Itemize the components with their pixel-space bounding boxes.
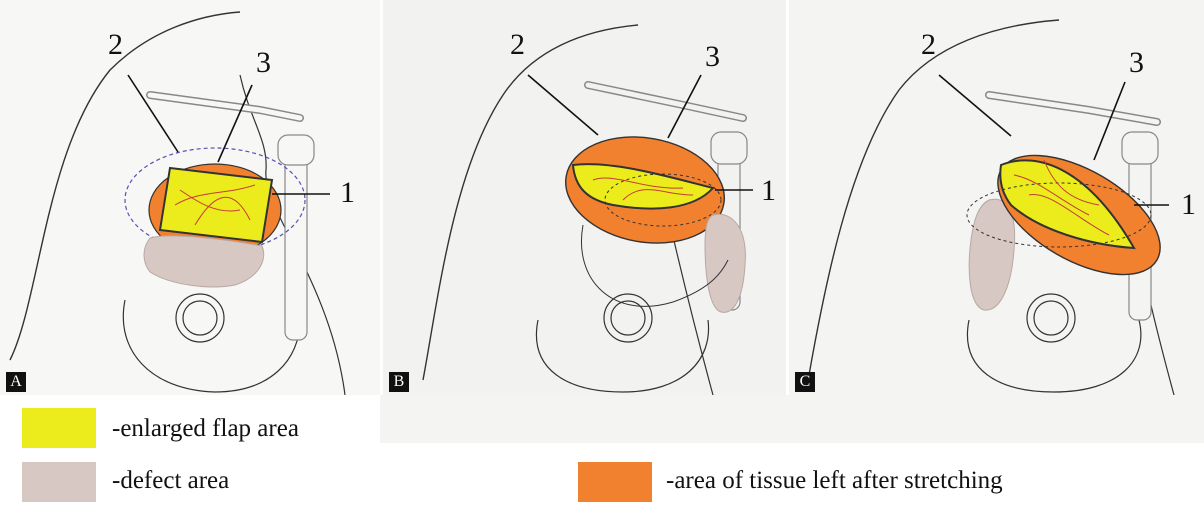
panel-label-a: A [6,372,26,392]
legend-band [380,395,1204,443]
panel-label-c: C [795,372,815,392]
callout-2: 2 [921,30,936,60]
panel-a-drawing [0,0,380,395]
legend-swatch-enlarged-flap [22,408,96,448]
legend-label-tissue-left: -area of tissue left after stretching [666,467,1003,495]
callout-2: 2 [510,30,525,60]
callout-3: 3 [1129,48,1144,78]
callout-1: 1 [1181,190,1196,220]
legend-label-enlarged-flap: -enlarged flap area [112,415,299,443]
callout-3: 3 [705,42,720,72]
callout-1: 1 [340,178,355,208]
panel-b: 2 3 1 B [383,0,786,395]
callout-1: 1 [761,176,776,206]
legend-label-defect: -defect area [112,467,229,495]
panel-b-drawing [383,0,786,395]
panel-label-b: B [389,372,409,392]
panel-a: 2 3 1 A [0,0,380,395]
panel-c: 2 3 1 C [789,0,1204,395]
callout-2: 2 [108,30,123,60]
callout-3: 3 [256,48,271,78]
legend-swatch-tissue-left [578,462,652,502]
legend: -enlarged flap area -defect area -area o… [0,395,1204,513]
legend-swatch-defect [22,462,96,502]
